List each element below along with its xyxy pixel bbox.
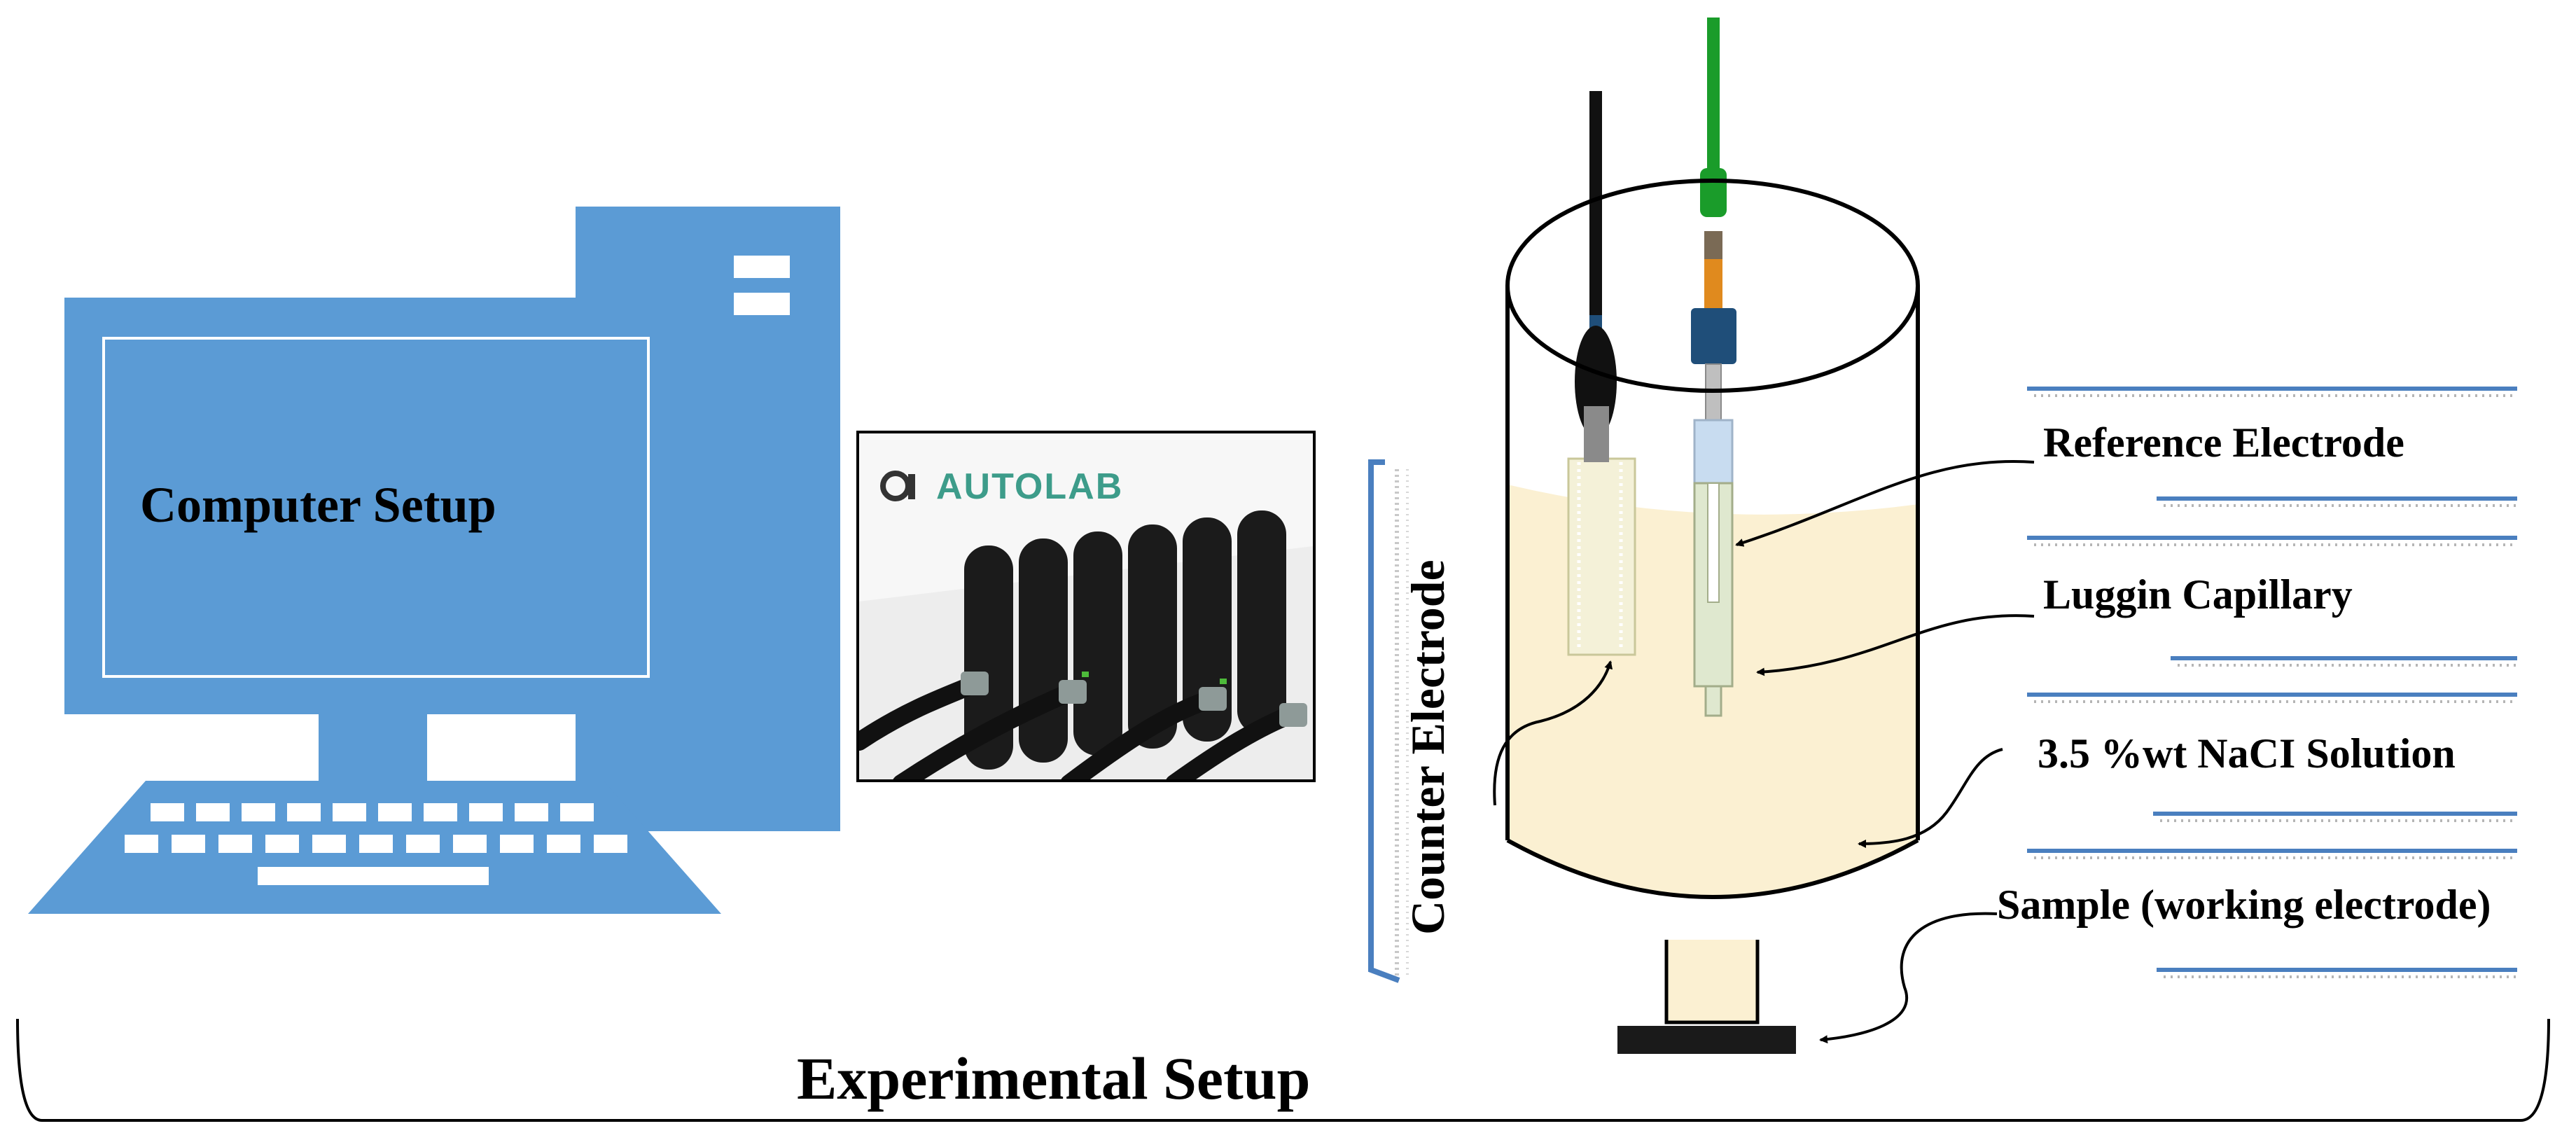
computer-setup-label: Computer Setup	[140, 477, 496, 533]
monitor-stand	[319, 714, 427, 781]
electrochemical-cell-icon	[1505, 18, 1920, 1054]
autolab-logo-icon	[880, 471, 915, 501]
tower-slot-top	[734, 256, 790, 278]
sample-arrow	[1819, 912, 1998, 1044]
counter-arrow	[1493, 660, 1613, 806]
experimental-setup-label: Experimental Setup	[797, 1045, 1311, 1112]
label-rule-dots	[2034, 394, 2517, 978]
autolab-brand-text: AUTOLAB	[936, 466, 1124, 507]
monitor-screen	[102, 337, 650, 678]
luggin-capillary-label: Luggin Capillary	[2043, 571, 2353, 618]
counter-electrode-bracket	[1368, 459, 1409, 983]
solution-arrow	[1858, 748, 2003, 848]
reference-cable	[1707, 18, 1720, 175]
leader-arrows	[1493, 460, 2035, 1044]
nacl-solution-label: 3.5 %wt NaCI Solution	[2038, 730, 2456, 777]
sample-working-electrode-label: Sample (working electrode)	[1997, 882, 2491, 928]
working-electrode-plate	[1617, 1026, 1796, 1054]
autolab-potentiostat-photo: AUTOLAB	[856, 431, 1316, 782]
counter-electrode-cable	[1589, 91, 1602, 315]
reference-electrode-label: Reference Electrode	[2043, 419, 2404, 466]
experimental-setup-brace	[16, 1018, 2550, 1122]
tower-slot-bottom	[734, 293, 790, 315]
keyboard-keys	[125, 803, 627, 885]
counter-electrode-label: Counter Electrode	[1401, 559, 1454, 935]
label-rules	[2027, 387, 2517, 972]
reference-arrow	[1735, 460, 2035, 547]
reference-cap	[1691, 308, 1736, 364]
autolab-graphics	[859, 433, 1313, 779]
cell-stem	[1664, 940, 1760, 1024]
reference-body	[1693, 419, 1734, 485]
computer-icon	[28, 207, 840, 914]
luggin-arrow	[1756, 614, 2035, 676]
